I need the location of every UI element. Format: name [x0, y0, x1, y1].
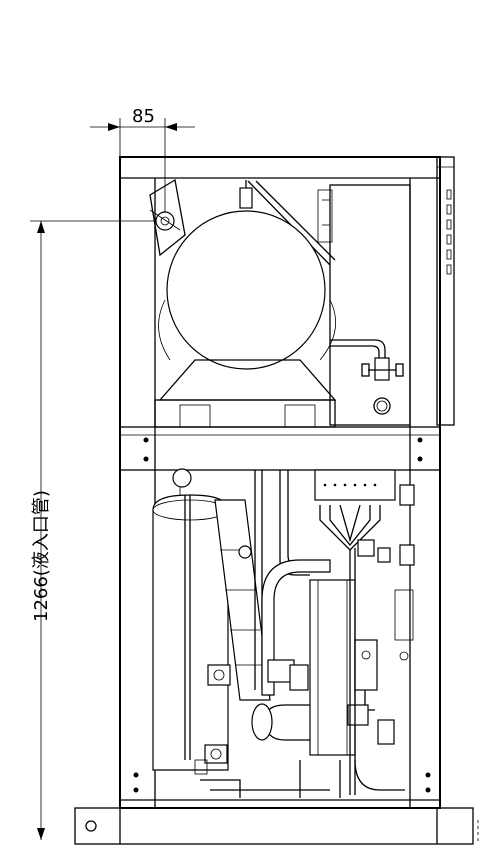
- dimension-85: 85: [90, 106, 195, 220]
- service-valve: [149, 178, 186, 257]
- electrical-box: [317, 156, 455, 426]
- distributor: [314, 469, 415, 795]
- dimension-1266-label: 1266(液入口管): [31, 490, 52, 622]
- expansion-valve: [330, 339, 404, 381]
- gauge-port: [373, 397, 391, 415]
- base-mount-hole: [85, 820, 97, 832]
- oil-separator: [214, 499, 271, 701]
- dimension-85-label: 85: [132, 106, 155, 127]
- receiver-tank: [154, 180, 337, 428]
- compressor: [152, 468, 231, 775]
- piping: [200, 470, 405, 798]
- dimension-1266: 1266(液入口管): [30, 220, 165, 840]
- base-plate: [74, 807, 479, 845]
